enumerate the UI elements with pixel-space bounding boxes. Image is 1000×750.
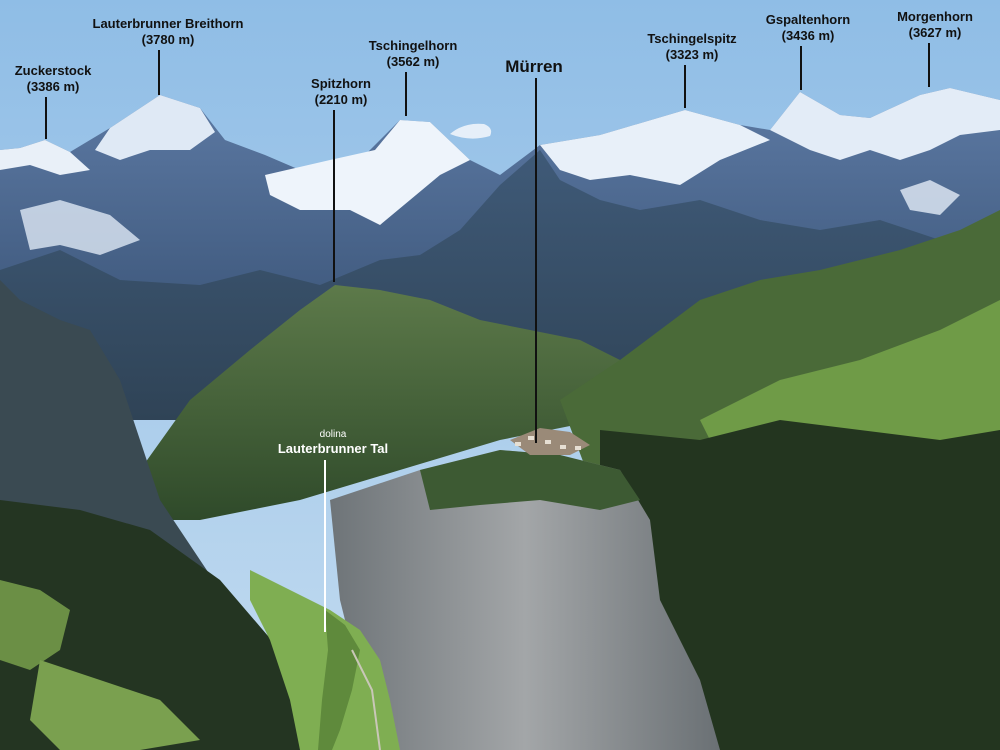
label-breithorn: Lauterbrunner Breithorn (3780 m) — [93, 16, 244, 48]
peak-height-spitzhorn: (2210 m) — [314, 92, 368, 107]
label-gspaltenhorn: Gspaltenhorn (3436 m) — [766, 12, 851, 44]
label-lauterbrunner-tal: dolina Lauterbrunner Tal — [278, 428, 388, 457]
peak-name-zuckerstock: Zuckerstock — [14, 63, 92, 78]
peak-height-zuckerstock: (3386 m) — [26, 79, 80, 94]
peak-height-tschingelspitz: (3323 m) — [665, 47, 719, 62]
peak-height-tschingelhorn: (3562 m) — [386, 54, 440, 69]
leader-lauterbrunner-tal — [324, 460, 326, 632]
label-murren: Mürren — [505, 57, 563, 77]
place-name-valley: Lauterbrunner Tal — [277, 441, 389, 456]
label-morgenhorn: Morgenhorn (3627 m) — [897, 9, 973, 41]
leader-tschingelhorn — [405, 72, 407, 116]
leader-morgenhorn — [928, 43, 930, 87]
label-spitzhorn: Spitzhorn (2210 m) — [311, 76, 371, 108]
peak-height-morgenhorn: (3627 m) — [908, 25, 962, 40]
peak-height-breithorn: (3780 m) — [141, 32, 195, 47]
label-tschingelhorn: Tschingelhorn (3562 m) — [369, 38, 458, 70]
place-prefix-valley: dolina — [319, 429, 347, 440]
leader-zuckerstock — [45, 97, 47, 139]
peak-name-spitzhorn: Spitzhorn — [311, 76, 371, 91]
leader-murren — [535, 78, 537, 443]
peak-name-morgenhorn: Morgenhorn — [897, 9, 973, 24]
leader-breithorn — [158, 50, 160, 95]
place-name-murren: Mürren — [505, 57, 563, 76]
leader-gspaltenhorn — [800, 46, 802, 90]
peak-height-gspaltenhorn: (3436 m) — [781, 28, 835, 43]
label-tschingelspitz: Tschingelspitz (3323 m) — [647, 31, 736, 63]
leader-spitzhorn — [333, 110, 335, 282]
label-zuckerstock: Zuckerstock (3386 m) — [15, 63, 92, 95]
peak-name-gspaltenhorn: Gspaltenhorn — [765, 12, 851, 27]
leader-tschingelspitz — [684, 65, 686, 108]
peak-name-tschingelspitz: Tschingelspitz — [647, 31, 737, 46]
peak-name-breithorn: Lauterbrunner Breithorn — [92, 16, 244, 31]
peak-name-tschingelhorn: Tschingelhorn — [368, 38, 458, 53]
